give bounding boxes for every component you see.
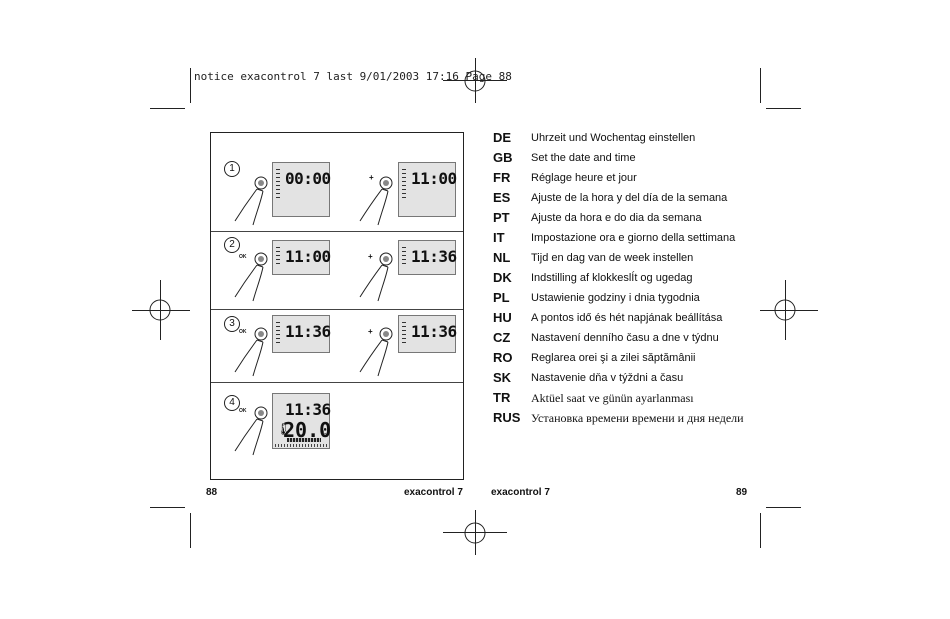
language-text: Reglarea orei şi a zilei săptămânii <box>531 352 696 364</box>
lcd-hour-scale <box>275 444 329 447</box>
language-code: DK <box>493 270 512 285</box>
lcd-program-bar <box>287 438 321 442</box>
step-number: 1 <box>224 161 240 177</box>
step-number: 2 <box>224 237 240 253</box>
language-text: Установка времени времени и дня недели <box>531 411 744 425</box>
lcd-display: 11:36 <box>398 315 457 353</box>
hand-pressing-button-icon <box>234 406 268 456</box>
lcd-display: 11:36 <box>398 240 457 275</box>
language-text: Uhrzeit und Wochentag einstellen <box>531 132 696 144</box>
step-row: 2 OK 11:00 + 11:36 <box>211 232 463 310</box>
lcd-time: 11:36 <box>285 322 331 341</box>
right-footer-title: exacontrol 7 <box>491 487 550 498</box>
language-code: FR <box>493 170 511 185</box>
lcd-display: 11:00 <box>398 162 457 217</box>
language-text: A pontos idő és hét napjának beállítása <box>531 312 723 324</box>
language-code: IT <box>493 230 505 245</box>
hand-pressing-button-icon <box>359 327 393 377</box>
language-code: PL <box>493 290 510 305</box>
button-label: + <box>368 327 373 336</box>
lcd-display: 11:00 <box>272 240 331 275</box>
button-label: OK <box>239 408 247 414</box>
button-label: + <box>368 252 373 261</box>
language-code: GB <box>493 150 513 165</box>
lcd-temperature-unit: °C <box>321 430 327 436</box>
language-text: Nastavenie dňa v týždni a času <box>531 372 684 384</box>
button-label: OK <box>239 329 247 335</box>
language-code: RO <box>493 350 513 365</box>
step-row: 4 OK 11:36 🌡 20.0 °C <box>211 383 463 479</box>
lcd-time: 11:00 <box>285 247 331 266</box>
registration-mark-icon <box>464 522 486 544</box>
hand-pressing-button-icon <box>234 327 268 377</box>
step-number: 3 <box>224 316 240 332</box>
print-header: notice exacontrol 7 last 9/01/2003 17:16… <box>194 70 512 83</box>
registration-mark-icon <box>149 299 171 321</box>
registration-mark-icon <box>774 299 796 321</box>
language-code: RUS <box>493 410 521 425</box>
language-code: TR <box>493 390 511 405</box>
thermometer-icon: 🌡 <box>276 422 292 436</box>
lcd-time: 00:00 <box>285 169 331 188</box>
registration-mark-icon <box>464 70 486 92</box>
left-footer-title: exacontrol 7 <box>404 487 463 498</box>
button-label: OK <box>239 254 247 260</box>
hand-pressing-button-icon <box>234 176 268 226</box>
language-code: ES <box>493 190 511 205</box>
language-text: Nastavení denního času a dne v týdnu <box>531 332 719 344</box>
step-row: 3 OK 11:36 + 11:36 <box>211 310 463 383</box>
lcd-time: 11:36 <box>411 247 457 266</box>
language-code: NL <box>493 250 511 265</box>
language-text: Ajuste da hora e do dia da semana <box>531 212 702 224</box>
language-text: Ustawienie godziny i dnia tygodnia <box>531 292 700 304</box>
step-number: 4 <box>224 395 240 411</box>
language-code: PT <box>493 210 510 225</box>
language-text: Tijd en dag van de week instellen <box>531 252 694 264</box>
lcd-display: 00:00 <box>272 162 331 217</box>
language-text: Indstilling af klokkeslÍt og ugedag <box>531 272 693 284</box>
language-code: DE <box>493 130 512 145</box>
lcd-display: 11:36 🌡 20.0 °C <box>272 393 331 449</box>
right-page-number: 89 <box>736 487 748 498</box>
lcd-time: 11:36 <box>411 322 457 341</box>
button-label: + <box>369 173 374 182</box>
instruction-figure: 1 00:00 + 11:00 2 OK <box>210 132 464 480</box>
step-row: 1 00:00 + 11:00 <box>211 133 463 232</box>
language-text: Ajuste de la hora y del día de la semana <box>531 192 728 204</box>
language-text: Aktüel saat ve günün ayarlanması <box>531 391 694 405</box>
hand-pressing-button-icon <box>359 176 393 226</box>
left-page-number: 88 <box>206 487 218 498</box>
language-code: CZ <box>493 330 511 345</box>
lcd-display: 11:36 <box>272 315 331 353</box>
language-code: HU <box>493 310 512 325</box>
language-text: Réglage heure et jour <box>531 172 637 184</box>
language-code: SK <box>493 370 512 385</box>
hand-pressing-button-icon <box>234 252 268 302</box>
language-text: Set the date and time <box>531 152 636 164</box>
language-text: Impostazione ora e giorno della settiman… <box>531 232 736 244</box>
lcd-time: 11:36 <box>285 400 331 419</box>
lcd-time: 11:00 <box>411 169 457 188</box>
hand-pressing-button-icon <box>359 252 393 302</box>
